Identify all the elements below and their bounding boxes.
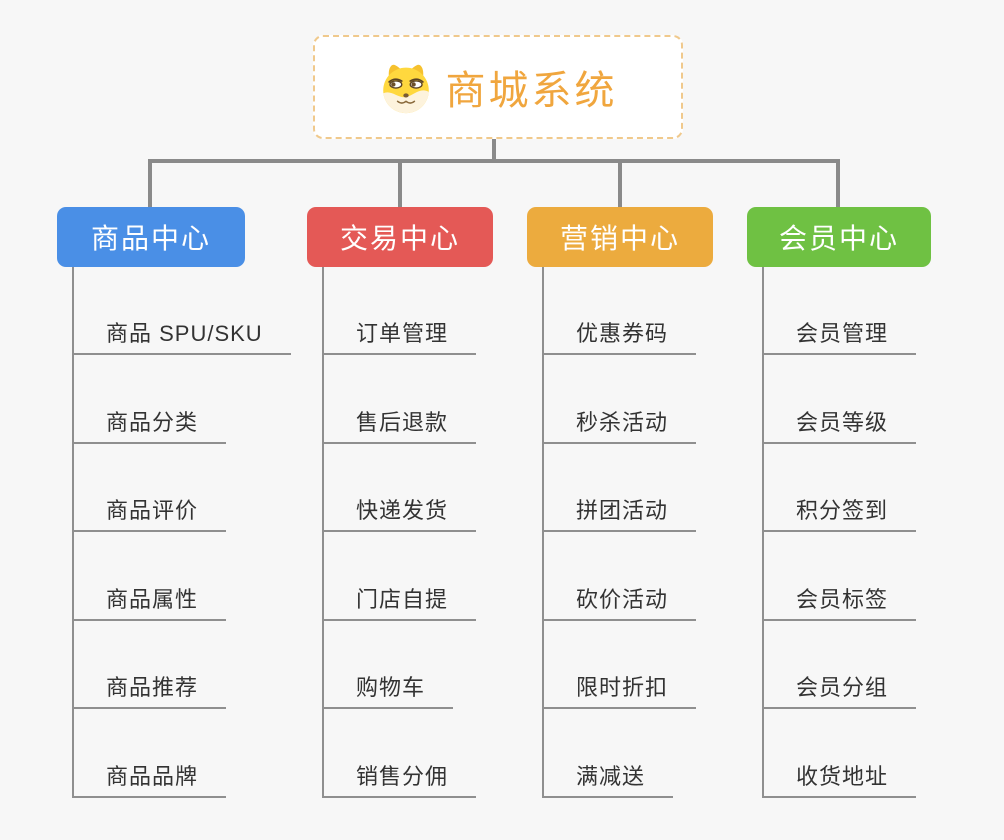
mindmap-node[interactable]: 会员标签 [762, 582, 917, 621]
connector-drop-4 [836, 163, 840, 207]
mindmap-node[interactable]: 拼团活动 [542, 493, 697, 533]
mindmap-node[interactable]: 快递发货 [322, 493, 477, 533]
item-row: 门店自提 [322, 532, 477, 621]
branch-header-label: 营销中心 [559, 223, 680, 254]
item-row: 秒杀活动 [542, 355, 697, 444]
item-row: 会员管理 [762, 267, 917, 355]
branch-items: 会员管理 会员等级 积分签到 会员标签 会员分组 收货地址 [762, 267, 917, 798]
branch-header-label: 交易中心 [339, 223, 460, 254]
item-row: 商品品牌 [72, 709, 291, 798]
connector-drop-1 [148, 163, 152, 207]
mindmap-node[interactable]: 订单管理 [322, 316, 477, 355]
mindmap-node[interactable]: 商品评价 [72, 493, 227, 533]
branch-items: 优惠券码 秒杀活动 拼团活动 砍价活动 限时折扣 满减送 [542, 267, 697, 798]
mindmap-node[interactable]: 砍价活动 [542, 582, 697, 621]
connector-drop-2 [398, 163, 402, 207]
mindmap-node[interactable]: 会员分组 [762, 670, 917, 710]
item-row: 收货地址 [762, 709, 917, 798]
branch-spine [542, 267, 544, 798]
item-row: 会员等级 [762, 355, 917, 444]
item-row: 商品属性 [72, 532, 291, 621]
item-row: 积分签到 [762, 444, 917, 533]
branch-items: 商品 SPU/SKU 商品分类 商品评价 商品属性 商品推荐 商品品牌 [72, 267, 291, 798]
branch-spine [322, 267, 324, 798]
mindmap-node[interactable]: 商品推荐 [72, 670, 227, 710]
item-row: 砍价活动 [542, 532, 697, 621]
item-row: 会员标签 [762, 532, 917, 621]
branch-marketing-center: 营销中心 优惠券码 秒杀活动 拼团活动 砍价活动 限时折扣 满减送 [527, 207, 713, 798]
item-row: 满减送 [542, 709, 696, 798]
connector-horizontal-rail [148, 159, 840, 163]
item-row: 商品 SPU/SKU [72, 267, 291, 355]
branch-header-product-center[interactable]: 商品中心 [57, 207, 245, 267]
item-row: 限时折扣 [542, 621, 697, 710]
mindmap-node[interactable]: 限时折扣 [542, 670, 697, 710]
item-row: 快递发货 [322, 444, 477, 533]
mindmap-node[interactable]: 会员等级 [762, 405, 917, 444]
mindmap-node[interactable]: 门店自提 [322, 582, 477, 621]
item-row: 商品分类 [72, 355, 291, 444]
branch-header-label: 会员中心 [778, 223, 899, 254]
branch-product-center: 商品中心 商品 SPU/SKU 商品分类 商品评价 商品属性 商品推荐 商品品牌 [57, 207, 291, 798]
connector-drop-3 [618, 163, 622, 207]
branch-header-label: 商品中心 [90, 223, 211, 254]
item-row: 销售分佣 [322, 709, 477, 798]
mindmap-node[interactable]: 商品品牌 [72, 759, 227, 798]
doge-icon [382, 64, 429, 114]
item-row: 购物车 [322, 621, 476, 710]
mindmap-node[interactable]: 商品属性 [72, 582, 227, 621]
branch-member-center: 会员中心 会员管理 会员等级 积分签到 会员标签 会员分组 收货地址 [747, 207, 931, 798]
item-row: 订单管理 [322, 267, 477, 355]
mindmap-node[interactable]: 秒杀活动 [542, 405, 697, 444]
branch-header-marketing-center[interactable]: 营销中心 [527, 207, 713, 267]
mindmap-node[interactable]: 优惠券码 [542, 316, 697, 355]
branch-header-trade-center[interactable]: 交易中心 [307, 207, 493, 267]
mindmap-node[interactable]: 收货地址 [762, 759, 917, 798]
item-row: 会员分组 [762, 621, 917, 710]
mindmap-node[interactable]: 销售分佣 [322, 759, 477, 798]
item-row: 优惠券码 [542, 267, 697, 355]
connector-root-stem [492, 139, 496, 161]
mindmap-node[interactable]: 商品 SPU/SKU [72, 316, 291, 355]
branch-trade-center: 交易中心 订单管理 售后退款 快递发货 门店自提 购物车 销售分佣 [307, 207, 493, 798]
branch-spine [762, 267, 764, 798]
root-title: 商城系统 [445, 69, 618, 113]
item-row: 商品评价 [72, 444, 291, 533]
mindmap-node[interactable]: 购物车 [322, 670, 454, 710]
root-node[interactable]: 商城系统 [313, 35, 683, 139]
mindmap-node[interactable]: 满减送 [542, 759, 674, 798]
branch-items: 订单管理 售后退款 快递发货 门店自提 购物车 销售分佣 [322, 267, 477, 798]
branch-header-member-center[interactable]: 会员中心 [747, 207, 931, 267]
item-row: 拼团活动 [542, 444, 697, 533]
item-row: 售后退款 [322, 355, 477, 444]
mindmap-node[interactable]: 会员管理 [762, 316, 917, 355]
mindmap-node[interactable]: 售后退款 [322, 405, 477, 444]
branch-spine [72, 267, 74, 798]
mindmap-node[interactable]: 积分签到 [762, 493, 917, 533]
item-row: 商品推荐 [72, 621, 291, 710]
mindmap-node[interactable]: 商品分类 [72, 405, 227, 444]
